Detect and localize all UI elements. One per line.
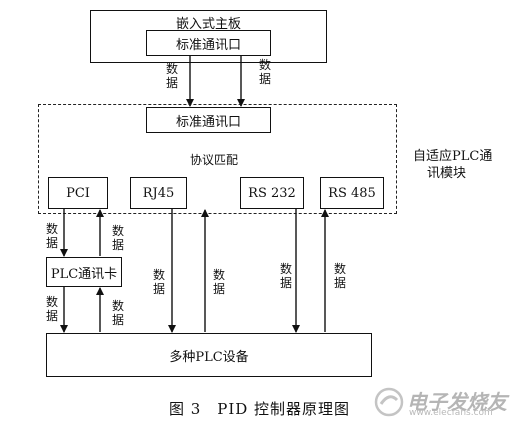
figure-caption: 图 3 PID 控制器原理图 (168, 400, 351, 418)
data-label: 数据 (279, 262, 292, 290)
plc-devices-label: 多种PLC设备 (169, 349, 249, 365)
data-label: 数据 (165, 62, 178, 90)
std-comm-port-top-label: 标准通讯口 (175, 37, 241, 53)
std-comm-port-mid: 标准通讯口 (146, 107, 271, 133)
adaptive-plc-module (38, 104, 397, 214)
data-label: 数据 (45, 222, 58, 250)
rj45-box: RJ45 (130, 177, 187, 209)
std-comm-port-mid-label: 标准通讯口 (175, 114, 241, 130)
rj45-label: RJ45 (142, 185, 175, 201)
data-label: 数据 (111, 224, 124, 252)
data-label: 数据 (333, 262, 346, 290)
rs232-box: RS 232 (240, 177, 304, 209)
protocol-match-label: 协议匹配 (189, 153, 238, 167)
plc-comm-card-label: PLC通讯卡 (50, 266, 118, 282)
watermark-url: www.elecfans.com (409, 408, 493, 418)
watermark-icon (374, 387, 404, 417)
adaptive-module-label-line1: 自适应PLC通 (413, 149, 493, 164)
data-label: 数据 (111, 299, 124, 327)
watermark-brand: 电子发烧友 (407, 390, 507, 414)
rs485-box: RS 485 (320, 177, 384, 209)
watermark-logo: 电子发烧友 www.elecfans.com (373, 386, 513, 420)
pci-box: PCI (48, 177, 108, 209)
data-label: 数据 (258, 58, 271, 86)
plc-devices-box: 多种PLC设备 (46, 333, 372, 377)
adaptive-module-label: 自适应PLC通 讯模块 (413, 148, 513, 182)
pci-label: PCI (66, 185, 90, 201)
data-label: 数据 (212, 268, 225, 296)
rs232-label: RS 232 (248, 185, 296, 201)
motherboard-label: 嵌入式主板 (175, 17, 241, 32)
std-comm-port-top: 标准通讯口 (146, 30, 271, 56)
rs485-label: RS 485 (328, 185, 376, 201)
adaptive-module-label-line2: 讯模块 (427, 166, 467, 181)
data-label: 数据 (45, 295, 58, 323)
data-label: 数据 (152, 268, 165, 296)
plc-comm-card-box: PLC通讯卡 (46, 257, 122, 287)
